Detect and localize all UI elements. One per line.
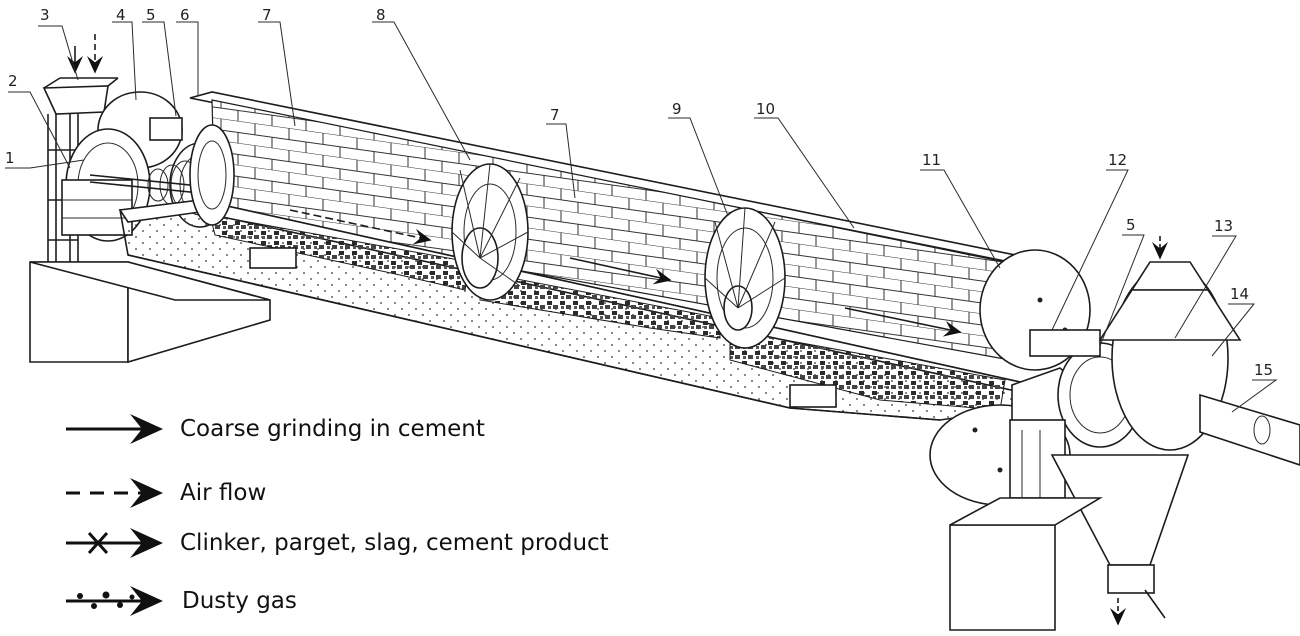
right-foundation	[949, 497, 1103, 631]
legend-cross-arrow: Clinker, parget, slag, cement product	[66, 528, 609, 558]
partition-plates	[189, 124, 786, 349]
label-8: 8	[376, 6, 386, 24]
label-6: 6	[180, 6, 190, 24]
leader-lines	[5, 21, 1278, 413]
label-3: 3	[40, 6, 50, 24]
label-5-left: 5	[146, 6, 156, 24]
label-7-left: 7	[262, 6, 272, 24]
left-foundation	[29, 260, 271, 364]
label-4: 4	[116, 6, 126, 24]
label-12: 12	[1108, 151, 1127, 169]
label-11: 11	[922, 151, 941, 169]
feed-hopper	[42, 77, 119, 262]
output-shaft	[1199, 393, 1300, 466]
label-7-middle: 7	[550, 106, 560, 124]
legend-dusty-arrow: Dusty gas	[66, 586, 297, 616]
label-10: 10	[756, 100, 775, 118]
legend-label-air-flow: Air flow	[180, 480, 266, 506]
label-1: 1	[5, 149, 15, 167]
label-5-right: 5	[1126, 216, 1136, 234]
legend-label-dusty-gas: Dusty gas	[182, 588, 297, 614]
separator-housing	[1050, 236, 1242, 626]
legend-label-coarse-grinding: Coarse grinding in cement	[180, 416, 485, 442]
legend-label-clinker-product: Clinker, parget, slag, cement product	[180, 530, 609, 556]
label-13: 13	[1214, 217, 1233, 235]
part-labels: 1 2 3 4 5 6 7 8 7 9 10 11 12 5 13 14 15	[5, 6, 1273, 379]
label-15: 15	[1254, 361, 1273, 379]
legend: Coarse grinding in cement Air flow Clink…	[66, 414, 609, 616]
legend-solid-arrow: Coarse grinding in cement	[66, 414, 485, 444]
legend-dashed-arrow: Air flow	[66, 478, 266, 508]
mill-shell	[118, 91, 1031, 421]
left-bearing-pad	[249, 247, 837, 408]
label-2: 2	[8, 72, 18, 90]
label-9: 9	[672, 100, 682, 118]
feed-inlet-arrows	[67, 34, 103, 74]
label-14: 14	[1230, 285, 1249, 303]
